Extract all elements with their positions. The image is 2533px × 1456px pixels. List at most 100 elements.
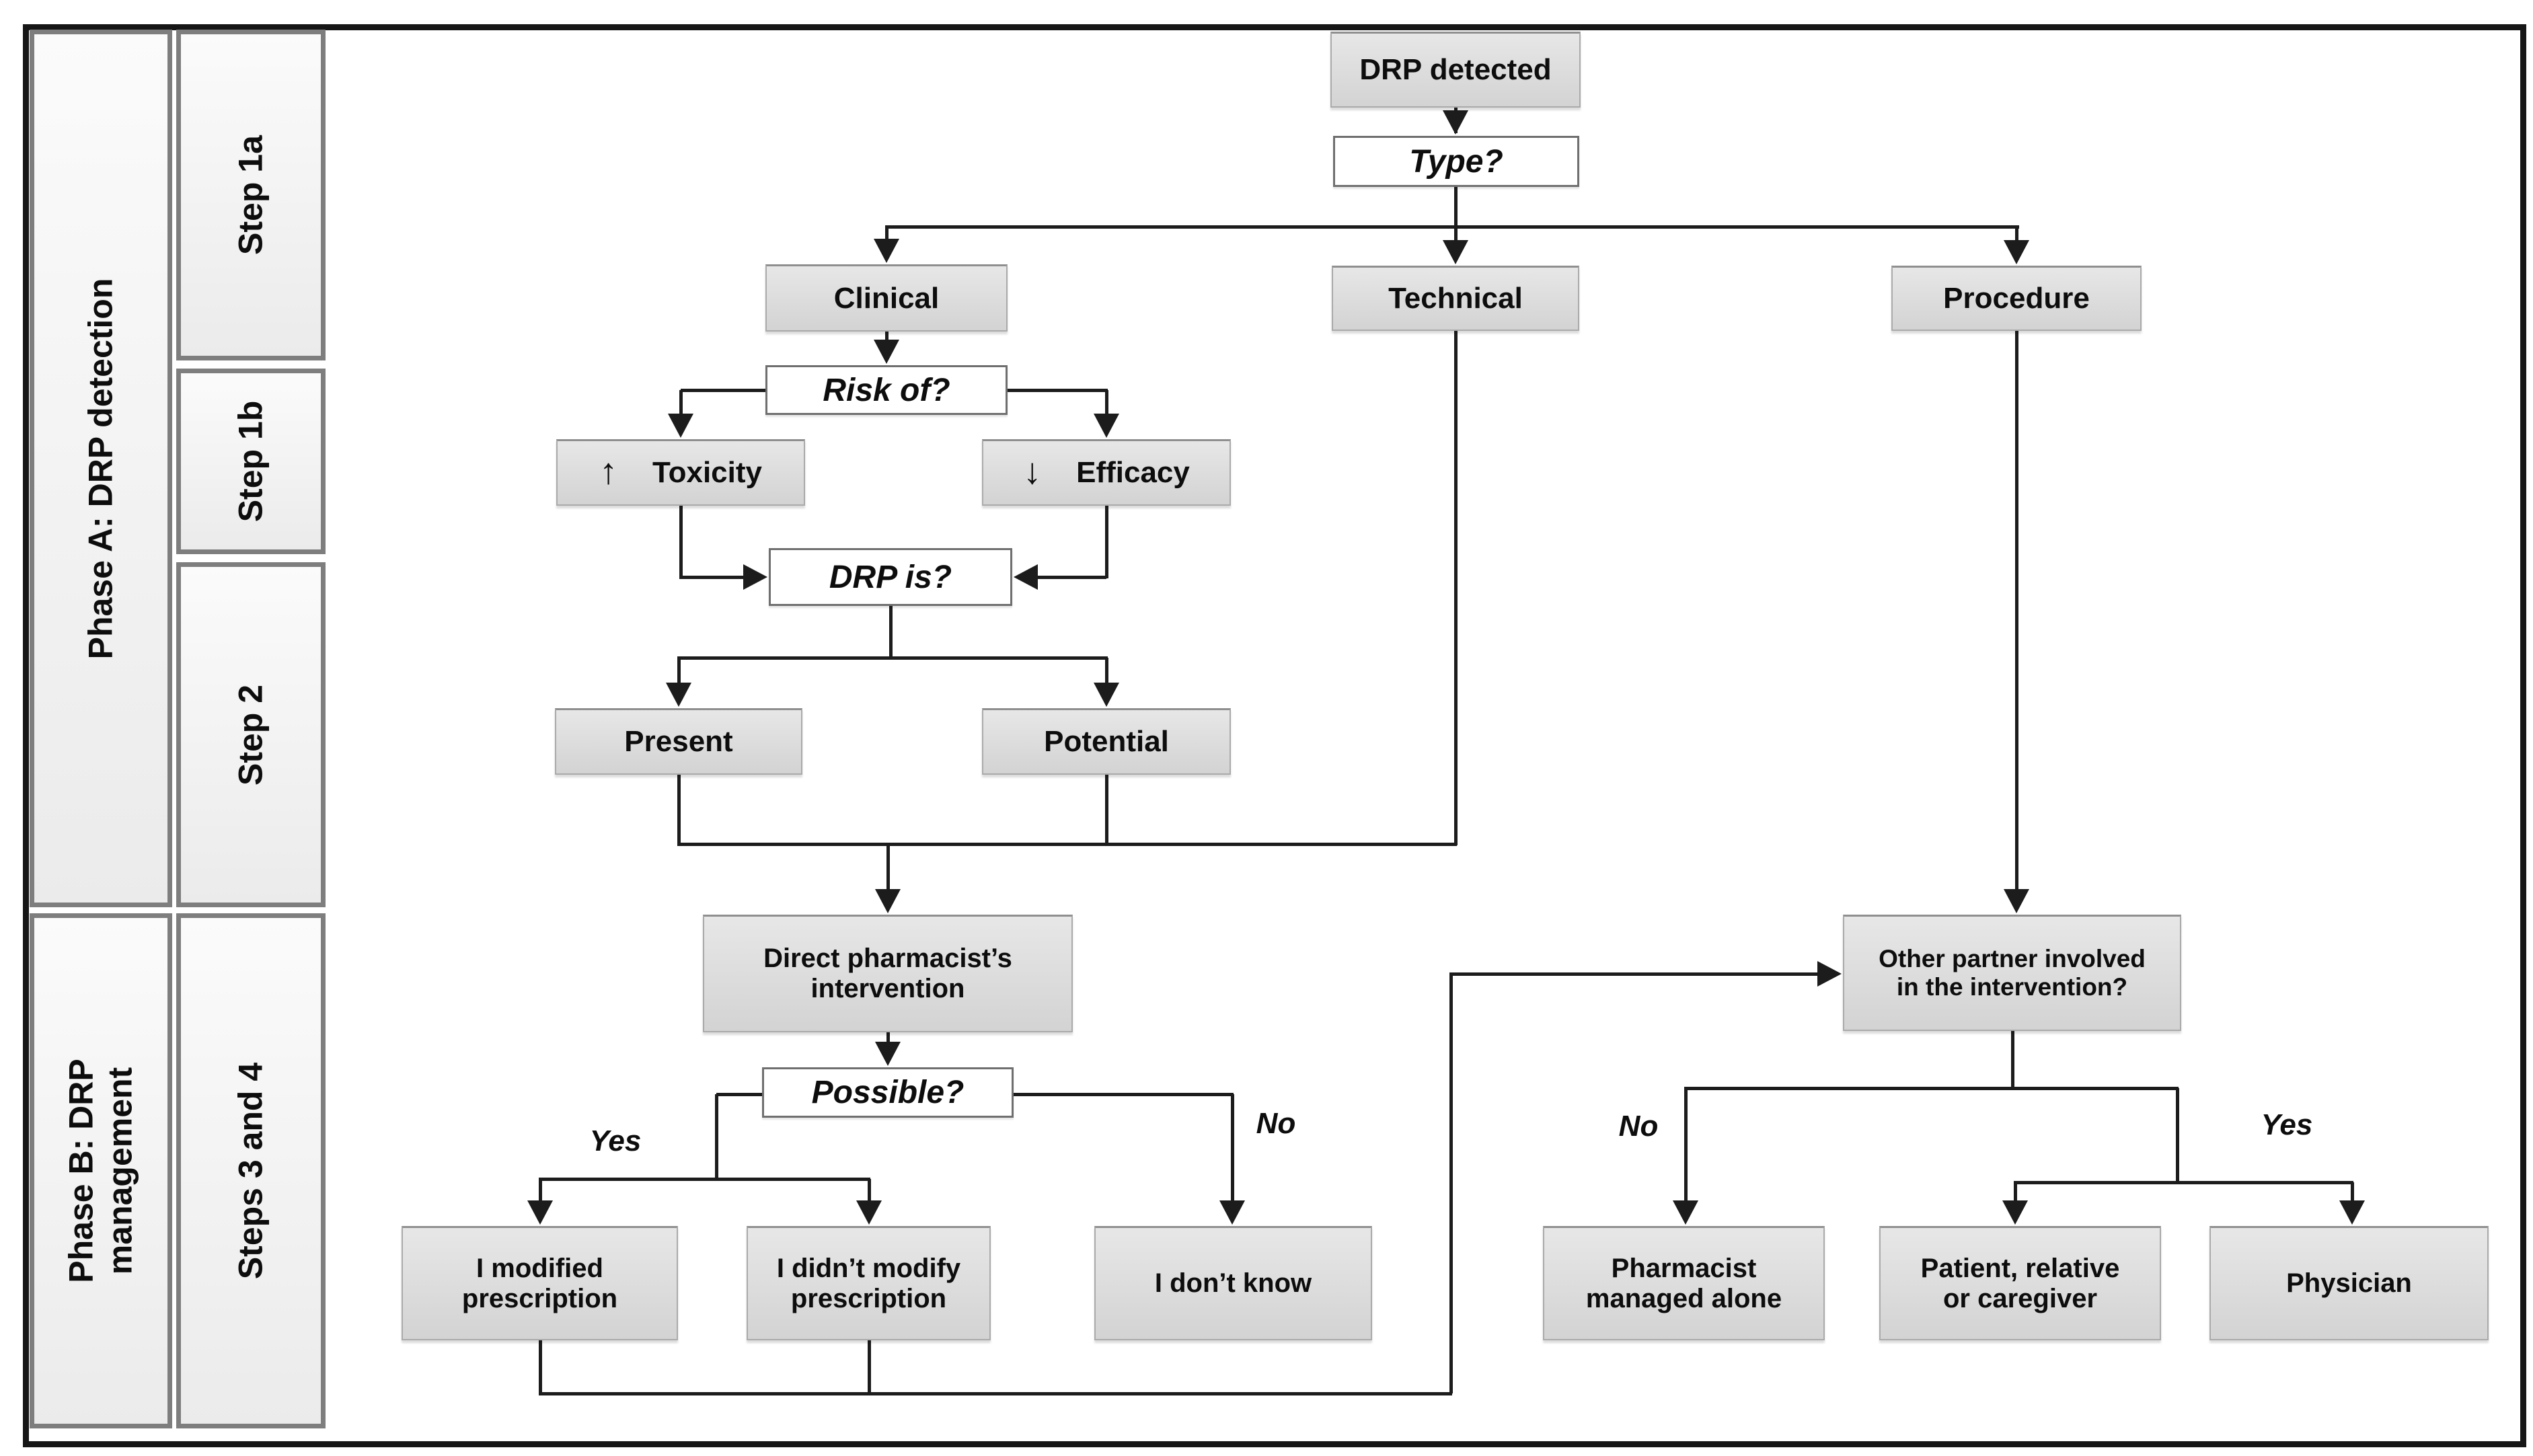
edge-branch-hline bbox=[885, 225, 2019, 229]
edge-technical-collector bbox=[1454, 331, 1458, 845]
arrowhead-into-otherpartner-left bbox=[1817, 961, 1842, 987]
edge-efficacy-drpis-v bbox=[1105, 506, 1108, 578]
sidebar-cell-phase-b: Phase B: DRP management bbox=[30, 913, 172, 1428]
label-possible-no: No bbox=[1256, 1107, 1296, 1140]
edge-riskof-efficacy-v bbox=[1105, 390, 1108, 416]
edge-riskof-toxicity-v bbox=[679, 390, 683, 416]
edge-possible-yes-v1 bbox=[715, 1094, 718, 1180]
sidebar-cell-steps-3-4: Steps 3 and 4 bbox=[176, 913, 326, 1428]
arrowhead-into-otherpartner-top bbox=[2004, 889, 2029, 913]
edge-split-present bbox=[677, 658, 681, 684]
arrowhead-into-physician bbox=[2339, 1200, 2365, 1225]
node-technical: Technical bbox=[1332, 266, 1579, 331]
edge-riskof-efficacy-h bbox=[1006, 389, 1108, 392]
node-present: Present bbox=[555, 708, 802, 775]
arrowhead-into-possible bbox=[875, 1042, 901, 1066]
edge-partner-split-h bbox=[1684, 1087, 2179, 1090]
arrowhead-into-riskof bbox=[874, 340, 899, 364]
label-partner-yes: Yes bbox=[2261, 1108, 2313, 1141]
edge-yes-physician-v bbox=[2351, 1182, 2354, 1202]
decision-risk-of: Risk of? bbox=[765, 365, 1008, 415]
sidebar-cell-step-2: Step 2 bbox=[176, 562, 326, 907]
edge-yes-subsplit-h bbox=[2014, 1181, 2353, 1184]
node-physician: Physician bbox=[2209, 1226, 2489, 1340]
sidebar-cell-step-1b: Step 1b bbox=[176, 369, 326, 554]
edge-drpis-split-v bbox=[889, 606, 893, 659]
edge-branch-procedure bbox=[2015, 227, 2018, 243]
arrowhead-into-ididnt bbox=[856, 1200, 882, 1225]
node-pharmacist-alone: Pharmacist managed alone bbox=[1543, 1226, 1825, 1340]
edge-drpis-split-h bbox=[677, 656, 1108, 660]
phase-a-label: Phase A: DRP detection bbox=[81, 278, 120, 659]
arrowhead-into-idontknow bbox=[1219, 1200, 1245, 1225]
edge-possible-yes-h1 bbox=[716, 1093, 763, 1096]
edge-split-potential bbox=[1105, 658, 1108, 684]
edge-toxicity-drpis-h bbox=[679, 576, 745, 579]
node-other-partner: Other partner involved in the interventi… bbox=[1843, 915, 2181, 1031]
arrowhead-into-drpis-left bbox=[743, 564, 767, 590]
arrowhead-into-present bbox=[666, 683, 691, 707]
node-drp-detected: DRP detected bbox=[1330, 32, 1581, 108]
node-direct-intervention: Direct pharmacist’s intervention bbox=[703, 915, 1073, 1032]
sidebar-cell-phase-a: Phase A: DRP detection bbox=[30, 30, 172, 907]
arrowhead-into-patient-relative bbox=[2002, 1200, 2028, 1225]
decision-possible: Possible? bbox=[762, 1067, 1014, 1118]
node-i-didnt-modify: I didn’t modify prescription bbox=[747, 1226, 991, 1340]
arrowhead-into-efficacy bbox=[1094, 414, 1119, 438]
edge-clinical-riskof bbox=[885, 332, 889, 342]
arrowhead-into-pharmacist-alone bbox=[1673, 1200, 1698, 1225]
edge-feedback-up-v bbox=[1449, 974, 1453, 1393]
decision-type: Type? bbox=[1333, 136, 1579, 187]
edge-procedure-otherpartner bbox=[2015, 331, 2018, 890]
arrowhead-into-potential bbox=[1094, 683, 1119, 707]
decrease-arrow-icon: ↓ bbox=[1023, 451, 1042, 492]
edge-present-collector bbox=[677, 775, 681, 845]
edge-imodified-feedback-v bbox=[539, 1340, 542, 1395]
decision-drp-is: DRP is? bbox=[769, 548, 1012, 606]
edge-otherpartner-split-v bbox=[2011, 1031, 2014, 1089]
edge-yes-ididnt-v bbox=[868, 1179, 871, 1202]
diagram-frame bbox=[23, 24, 2526, 1447]
edge-efficacy-drpis-h bbox=[1036, 576, 1106, 579]
edge-toxicity-drpis-v bbox=[679, 506, 683, 578]
edge-collector-hline bbox=[677, 843, 1457, 846]
edge-branch-technical bbox=[1454, 227, 1458, 243]
label-partner-no: No bbox=[1618, 1110, 1659, 1143]
node-i-dont-know: I don’t know bbox=[1094, 1226, 1372, 1340]
edge-yes-patient-v bbox=[2014, 1182, 2017, 1202]
node-patient-relative: Patient, relative or caregiver bbox=[1879, 1226, 2161, 1340]
edge-feedback-right-h bbox=[1449, 972, 1819, 976]
node-efficacy: ↓ Efficacy bbox=[982, 439, 1231, 506]
arrowhead-into-direct-intervention bbox=[875, 889, 901, 913]
label-possible-yes: Yes bbox=[589, 1124, 642, 1157]
increase-arrow-icon: ↑ bbox=[599, 451, 617, 492]
step-1b-label: Step 1b bbox=[231, 400, 270, 523]
edge-feedback-bottom-h bbox=[539, 1392, 1452, 1395]
edge-riskof-toxicity-h bbox=[681, 389, 767, 392]
arrowhead-into-technical bbox=[1443, 240, 1468, 264]
edge-partner-yes-v bbox=[2176, 1088, 2179, 1184]
edge-yes-imodified-v bbox=[539, 1179, 542, 1202]
edge-collector-direct bbox=[886, 844, 890, 890]
edge-potential-collector bbox=[1105, 775, 1108, 845]
edge-partner-no-v bbox=[1684, 1088, 1688, 1202]
node-clinical: Clinical bbox=[765, 264, 1008, 332]
arrowhead-into-toxicity bbox=[668, 414, 693, 438]
efficacy-label: Efficacy bbox=[1076, 456, 1190, 489]
edge-branch-clinical bbox=[885, 227, 889, 241]
edge-possible-no-v bbox=[1231, 1094, 1234, 1202]
edge-yes-split-h bbox=[539, 1178, 870, 1181]
node-toxicity: ↑ Toxicity bbox=[556, 439, 805, 506]
arrowhead-into-clinical bbox=[874, 239, 899, 263]
edge-direct-possible bbox=[886, 1032, 890, 1043]
phase-b-label: Phase B: DRP management bbox=[62, 1059, 139, 1283]
sidebar-cell-step-1a: Step 1a bbox=[176, 30, 326, 360]
arrowhead-into-drpis-right bbox=[1014, 564, 1038, 590]
arrowhead-into-type bbox=[1443, 110, 1468, 135]
edge-possible-no-h bbox=[1014, 1093, 1234, 1096]
node-procedure: Procedure bbox=[1891, 266, 2142, 331]
arrowhead-into-imodified bbox=[527, 1200, 553, 1225]
step-2-label: Step 2 bbox=[231, 684, 270, 786]
arrowhead-into-procedure bbox=[2004, 240, 2029, 264]
